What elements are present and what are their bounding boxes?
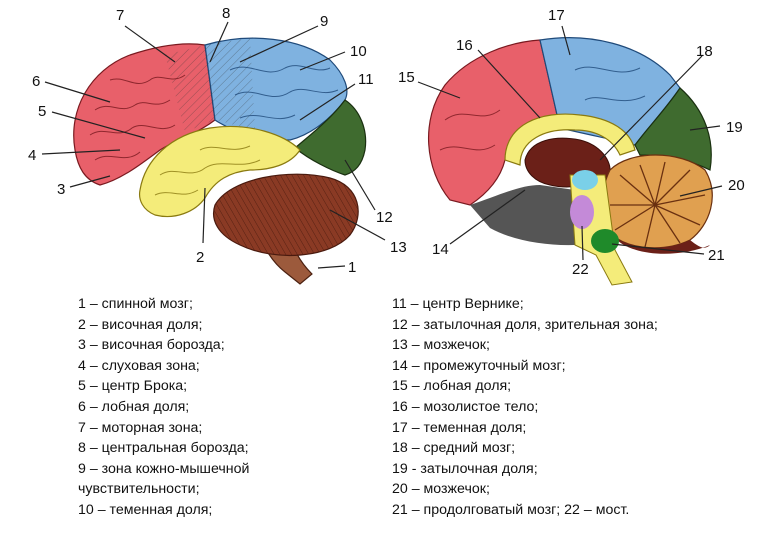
legend-item: 15 – лобная доля; bbox=[392, 378, 512, 395]
legend-item: 14 – промежуточный мозг; bbox=[392, 357, 566, 374]
label-11: 11 bbox=[358, 71, 374, 88]
legend-item: 13 – мозжечок; bbox=[392, 337, 490, 354]
label-8: 8 bbox=[222, 5, 230, 22]
label-17: 17 bbox=[548, 7, 565, 24]
legend-item: 11 – центр Вернике; bbox=[392, 296, 524, 312]
legend-item: 9 – зона кожно-мышечной bbox=[78, 460, 250, 477]
legend-item: 8 – центральная борозда; bbox=[78, 440, 249, 457]
label-7: 7 bbox=[116, 7, 124, 24]
legend-left: 1 – спинной мозг; 2 – височная доля; 3 –… bbox=[78, 294, 378, 521]
legend-item: 1 – спинной мозг; bbox=[78, 296, 193, 312]
legend-item: 17 – теменная доля; bbox=[392, 419, 527, 436]
legend-item: 3 – височная борозда; bbox=[78, 337, 225, 354]
legend-item: 12 – затылочная доля, зрительная зона; bbox=[392, 316, 658, 333]
midbrain-shape bbox=[572, 170, 598, 190]
label-13: 13 bbox=[390, 239, 407, 256]
sagittal-cerebellum-shape bbox=[602, 154, 713, 249]
label-1: 1 bbox=[348, 259, 356, 276]
brain-diagram: 1 2 3 4 5 6 7 8 9 10 11 12 13 14 15 16 1… bbox=[28, 5, 745, 286]
legend-item: 7 – моторная зона; bbox=[78, 419, 203, 436]
legend-item: чувствительности; bbox=[78, 481, 200, 498]
legend-item: 19 - затылочная доля; bbox=[392, 460, 538, 477]
legend-item: 18 – средний мозг; bbox=[392, 440, 516, 457]
legend-item: 16 – мозолистое тело; bbox=[392, 398, 539, 415]
label-15: 15 bbox=[398, 69, 415, 86]
medulla-shape bbox=[591, 229, 619, 253]
label-6: 6 bbox=[32, 73, 40, 90]
occipital-lobe-shape bbox=[294, 99, 367, 176]
legend-item: 4 – слуховая зона; bbox=[78, 357, 200, 374]
label-10: 10 bbox=[350, 43, 367, 60]
pons-shape bbox=[570, 195, 594, 229]
sagittal-brain-view bbox=[417, 25, 723, 286]
label-2: 2 bbox=[196, 249, 204, 266]
label-4: 4 bbox=[28, 147, 36, 164]
label-3: 3 bbox=[57, 181, 65, 198]
diagram-number-labels: 1 2 3 4 5 6 7 8 9 10 11 12 13 14 15 16 1… bbox=[28, 5, 745, 278]
lateral-brain-view bbox=[41, 21, 386, 285]
label-18: 18 bbox=[696, 43, 713, 60]
legend-item: 2 – височная доля; bbox=[78, 316, 203, 333]
legend-item: 6 – лобная доля; bbox=[78, 398, 190, 415]
legend-item: 5 – центр Брока; bbox=[78, 378, 188, 395]
label-5: 5 bbox=[38, 103, 46, 120]
label-9: 9 bbox=[320, 13, 328, 30]
legend-right: 11 – центр Вернике; 12 – затылочная доля… bbox=[392, 294, 772, 521]
sagittal-frontal-shape bbox=[428, 39, 561, 206]
label-14: 14 bbox=[432, 241, 449, 258]
legend-item: 10 – теменная доля; bbox=[78, 501, 213, 518]
legend-item: 20 – мозжечок; bbox=[392, 481, 490, 498]
legend-item: 21 – продолговатый мозг; 22 – мост. bbox=[392, 501, 630, 518]
label-12: 12 bbox=[376, 209, 393, 226]
label-22: 22 bbox=[572, 261, 589, 278]
label-19: 19 bbox=[726, 119, 743, 136]
label-20: 20 bbox=[728, 177, 745, 194]
label-16: 16 bbox=[456, 37, 473, 54]
label-21: 21 bbox=[708, 247, 725, 264]
